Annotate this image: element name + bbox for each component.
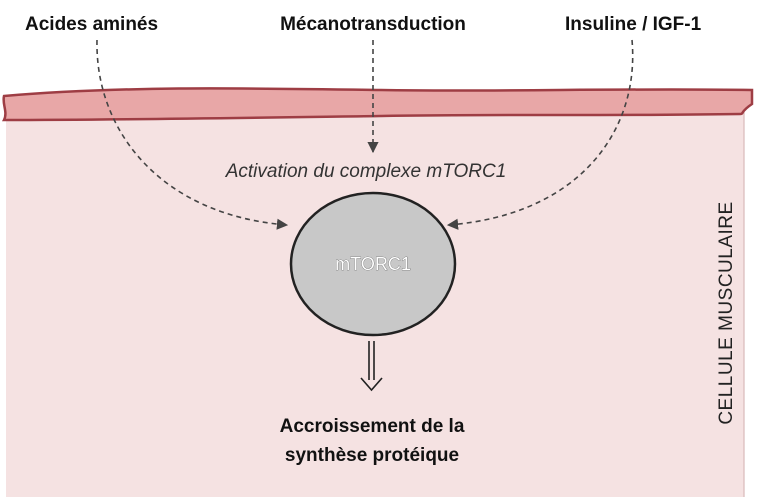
input-amino-acids: Acides aminés <box>25 14 158 35</box>
cell-membrane <box>1 87 754 122</box>
arrow-insulin-to-mtorc1 <box>446 39 634 230</box>
arrow-amino-acids-to-mtorc1 <box>96 39 289 230</box>
input-insulin-igf1: Insuline / IGF-1 <box>565 14 702 35</box>
output-line-1: Accroissement de la <box>280 416 465 437</box>
cell-label: CELLULE MUSCULAIRE <box>716 201 737 424</box>
input-mechanotransduction: Mécanotransduction <box>280 14 466 35</box>
mtorc1-label: mTORC1 <box>335 254 411 274</box>
output-line-2: synthèse protéique <box>285 445 459 466</box>
activation-caption: Activation du complexe mTORC1 <box>225 161 507 182</box>
mtorc1-node <box>289 191 457 337</box>
output-arrow <box>360 341 383 392</box>
